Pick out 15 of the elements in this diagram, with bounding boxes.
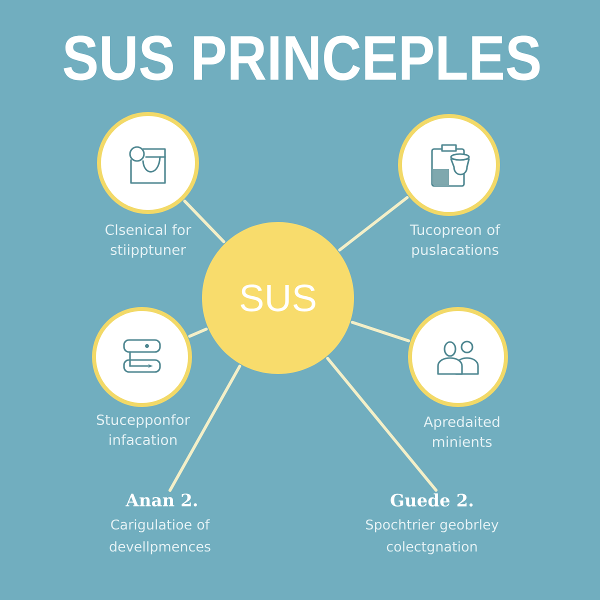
heading: Anan 2. [126, 494, 197, 506]
connector-line [338, 196, 409, 252]
connector-line [168, 364, 242, 492]
title: SUS PRINCEPLES [64, 36, 540, 80]
heading: Guede 2. [390, 493, 473, 507]
description: Spochtrier geobrley colectgnation [366, 519, 498, 554]
connector-line [350, 320, 410, 342]
connector-line [188, 328, 208, 338]
connector-line [183, 200, 226, 244]
node-label: Tucopreon of puslacations [410, 224, 500, 258]
connector-line [326, 356, 438, 492]
node-label: Apredaited minients [424, 416, 500, 448]
node-label: Clsenical for stiipptuner [106, 224, 192, 258]
node-label: Stucepponfor infacation [96, 414, 190, 446]
description: Carigulatioe of devellpmences [110, 519, 210, 554]
